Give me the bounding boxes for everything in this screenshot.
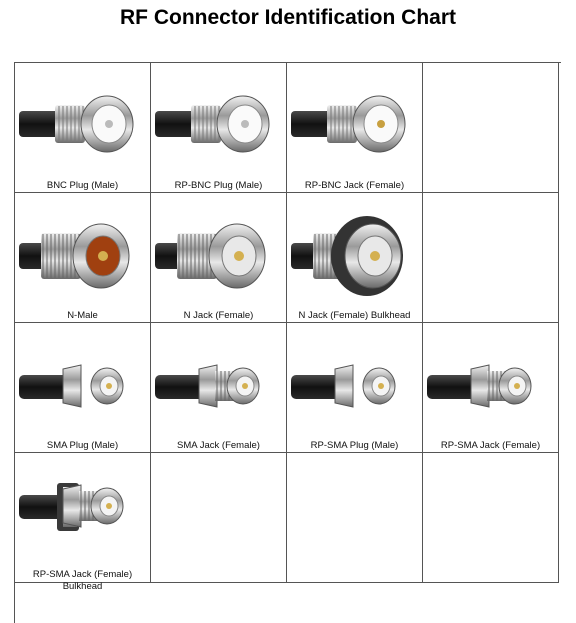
rp-bnc-plug-male-icon [155, 95, 270, 153]
n-jack-female-bulkhead-icon [291, 216, 403, 296]
connector-grid: BNC Plug (Male) RP-BNC Plug (Male) RP-BN… [14, 62, 561, 623]
grid-cell-empty [423, 453, 559, 583]
grid-cell: RP-BNC Plug (Male) [151, 63, 287, 193]
connector-label: RP-SMA Jack (Female) Bulkhead [32, 569, 133, 592]
connector-label: BNC Plug (Male) [46, 180, 119, 191]
grid-cell-empty [151, 453, 287, 583]
n-male-icon [19, 223, 130, 289]
grid-cell: N-Male [15, 193, 151, 323]
grid-cell: SMA Plug (Male) [15, 323, 151, 453]
grid-cell: SMA Jack (Female) [151, 323, 287, 453]
connector-label: RP-SMA Jack (Female) [440, 440, 541, 451]
n-jack-female-icon [155, 223, 266, 289]
page-title: RF Connector Identification Chart [120, 6, 456, 29]
bnc-plug-male-icon [19, 95, 134, 153]
grid-cell-empty [423, 63, 559, 193]
connector-label: N Jack (Female) Bulkhead [298, 310, 411, 321]
grid-cell: N Jack (Female) [151, 193, 287, 323]
grid-cell: RP-SMA Jack (Female) Bulkhead [15, 453, 151, 592]
connector-label: RP-SMA Plug (Male) [310, 440, 399, 451]
sma-jack-female-icon [155, 364, 260, 408]
rp-sma-plug-male-icon [291, 364, 396, 408]
grid-cell-empty [423, 193, 559, 323]
rp-bnc-jack-female-icon [291, 95, 406, 153]
grid-cell: N Jack (Female) Bulkhead [287, 193, 423, 323]
connector-label: N-Male [67, 310, 98, 321]
connector-label: RP-BNC Jack (Female) [304, 180, 405, 191]
grid-cell: BNC Plug (Male) [15, 63, 151, 193]
rp-sma-jack-female-bulkhead-icon [19, 483, 124, 531]
grid-cell-empty [287, 453, 423, 583]
grid-cell: RP-SMA Jack (Female) [423, 323, 559, 453]
connector-label: N Jack (Female) [183, 310, 254, 321]
connector-label: SMA Jack (Female) [177, 440, 260, 451]
grid-cell: RP-SMA Plug (Male) [287, 323, 423, 453]
rp-sma-jack-female-icon [427, 364, 532, 408]
connector-label: SMA Plug (Male) [46, 440, 119, 451]
grid-cell: RP-BNC Jack (Female) [287, 63, 423, 193]
sma-plug-male-icon [19, 364, 124, 408]
connector-label: RP-BNC Plug (Male) [174, 180, 263, 191]
